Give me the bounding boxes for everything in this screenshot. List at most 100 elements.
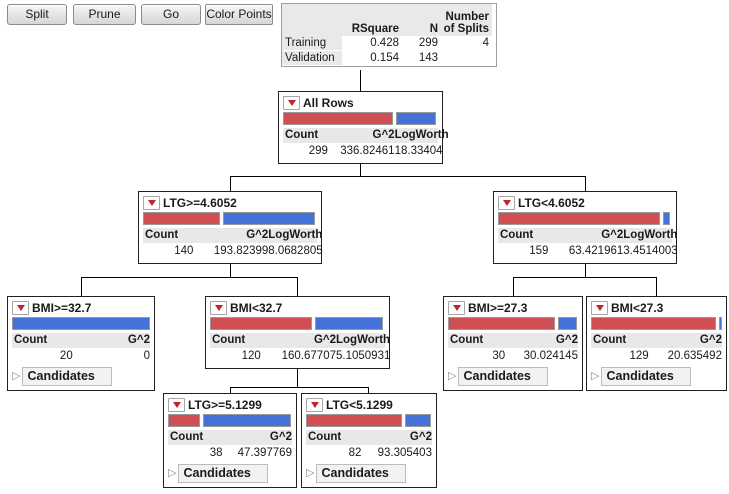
disclosure-triangle-icon[interactable]: ▷ [168,467,177,479]
tree-connector [360,155,361,176]
count-header: Count [593,334,627,346]
count-header: Count [308,431,342,443]
splits-header-line1: Number [445,11,489,23]
count-value: 38 [209,447,223,459]
g2-value: 63.421961 [568,245,624,257]
bar-blue-segment [719,317,722,330]
training-splits-value: 4 [482,37,489,49]
bar-red-segment [210,317,312,330]
stats-value-row: 30 30.024145 [448,348,578,364]
class-proportion-bar [12,317,150,330]
stats-header-row: Count G^2 [591,333,722,348]
bar-blue-segment [314,317,383,330]
node-title: LTG>=5.1299 [188,397,262,412]
validation-splits-value [441,51,492,66]
g2-value: 336.82461 [340,145,395,157]
stats-value-row: 140 193.82399 8.0682805 [143,243,323,259]
go-button[interactable]: Go [141,4,201,25]
tree-node-ltg-lt-5: LTG<5.1299 Count G^2 82 93.305403 ▷ Cand… [301,393,437,488]
stats-value-row: 159 63.421961 3.4514003 [498,243,677,259]
stats-value-row: 82 93.305403 [306,445,432,461]
stats-value-row: 120 160.67707 5.1050931 [210,348,391,364]
red-triangle-menu-icon[interactable] [283,95,300,110]
tree-connector [656,277,657,296]
candidates-button[interactable]: Candidates [601,367,691,386]
tree-connector [585,260,586,277]
tree-connector [230,176,586,177]
bar-red-segment [448,317,555,330]
g2-header: G^2 [699,334,722,346]
disclosure-triangle-icon[interactable]: ▷ [591,370,600,382]
logworth-value: 18.33404 [394,145,443,157]
n-header-label: N [429,23,438,35]
candidates-button[interactable]: Candidates [22,367,112,386]
g2-value: 93.305403 [377,447,432,459]
candidates-button[interactable]: Candidates [178,464,268,483]
training-n-value: 299 [418,37,438,49]
bar-red-segment [306,414,402,427]
bar-red-segment [591,317,717,330]
logworth-header: LogWorth [268,229,323,241]
count-value: 129 [629,350,649,362]
summary-header-n: N [402,4,441,36]
class-proportion-bar [168,414,292,427]
disclosure-triangle-icon[interactable]: ▷ [12,370,21,382]
node-title: LTG>=4.6052 [163,195,237,210]
count-header: Count [500,229,534,241]
tree-connector [81,277,82,296]
logworth-value: 5.1050931 [336,350,391,362]
bar-blue-segment [557,317,578,330]
red-triangle-menu-icon[interactable] [210,300,227,315]
tree-node-bmi-ge-27: BMI>=27.3 Count G^2 30 30.024145 ▷ Candi… [443,296,583,391]
red-triangle-menu-icon[interactable] [168,397,185,412]
bar-red-segment [283,112,394,125]
tree-connector [81,277,298,278]
stats-value-row: 20 0 [12,348,150,364]
bar-blue-segment [396,112,437,125]
g2-header: G^2 [269,431,292,443]
stats-header-row: Count G^2 [12,333,150,348]
tree-node-all-rows: All Rows Count G^2 LogWorth 299 336.8246… [278,91,449,164]
bar-blue-segment [662,212,670,225]
tree-connector [360,70,361,91]
training-row-label: Training [282,36,342,51]
split-button[interactable]: Split [7,4,67,25]
prune-button[interactable]: Prune [73,4,136,25]
red-triangle-menu-icon[interactable] [12,300,29,315]
summary-header-rsquare: RSquare [342,4,402,36]
class-proportion-bar [283,112,438,125]
count-header: Count [450,334,484,346]
logworth-header: LogWorth [336,334,391,346]
color-points-button[interactable]: Color Points [205,4,273,25]
count-value: 159 [529,245,549,257]
validation-row-label: Validation [282,51,342,66]
g2-header: G^2 [127,334,150,346]
red-triangle-menu-icon[interactable] [306,397,323,412]
count-value: 299 [308,145,328,157]
red-triangle-menu-icon[interactable] [448,300,465,315]
disclosure-triangle-icon[interactable]: ▷ [448,370,457,382]
g2-value: 160.67707 [281,350,336,362]
tree-connector [230,260,231,277]
tree-connector [230,387,369,388]
logworth-header: LogWorth [394,129,449,141]
red-triangle-menu-icon[interactable] [498,195,515,210]
g2-header: G^2 [601,229,624,241]
candidates-button[interactable]: Candidates [458,367,548,386]
red-triangle-menu-icon[interactable] [591,300,608,315]
g2-header: G^2 [409,431,432,443]
bar-blue-segment [404,414,432,427]
g2-header: G^2 [555,334,578,346]
bar-blue-segment [12,317,150,330]
count-header: Count [285,129,319,141]
red-triangle-menu-icon[interactable] [143,195,160,210]
tree-connector [297,365,298,387]
candidates-button[interactable]: Candidates [316,464,406,483]
stats-value-row: 299 336.82461 18.33404 [283,143,443,159]
logworth-value: 8.0682805 [268,245,323,257]
node-title: LTG<4.6052 [518,195,585,210]
class-proportion-bar [306,414,432,427]
disclosure-triangle-icon[interactable]: ▷ [306,467,315,479]
tree-node-ltg-ge-5: LTG>=5.1299 Count G^2 38 47.397769 ▷ Can… [163,393,297,488]
